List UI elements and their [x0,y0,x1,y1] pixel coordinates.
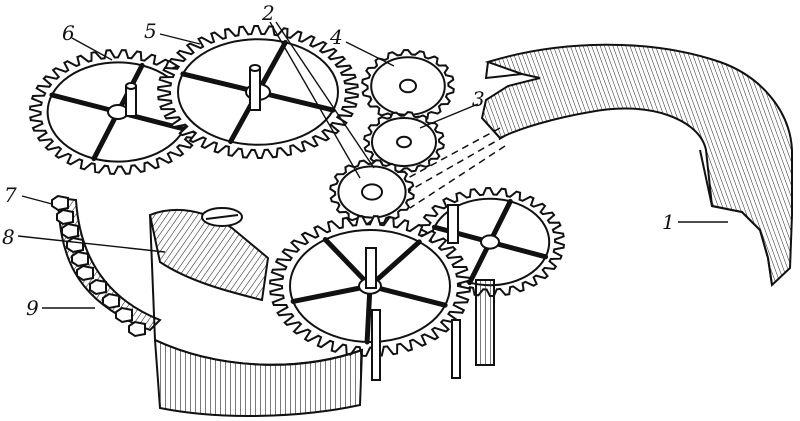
callout-2: 2 [261,1,275,25]
callout-3: 3 [472,87,485,111]
callout-1: 1 [662,210,675,234]
alignment-dashes [394,127,506,209]
callout-7: 7 [4,183,17,207]
lever-arc-part [480,43,793,288]
leader-lines [17,21,728,309]
callout-8: 8 [2,225,15,249]
arbors [125,64,495,381]
crescent-piece [201,207,243,227]
base-housing [148,208,364,417]
toothed-sector-rack [51,194,162,338]
callout-9: 9 [26,296,39,320]
callout-labels: 1 2 3 4 5 6 7 8 9 [2,1,675,320]
callout-4: 4 [329,25,343,49]
gear-small-upper [361,48,455,124]
callout-5: 5 [144,19,157,43]
callout-6: 6 [62,21,75,45]
